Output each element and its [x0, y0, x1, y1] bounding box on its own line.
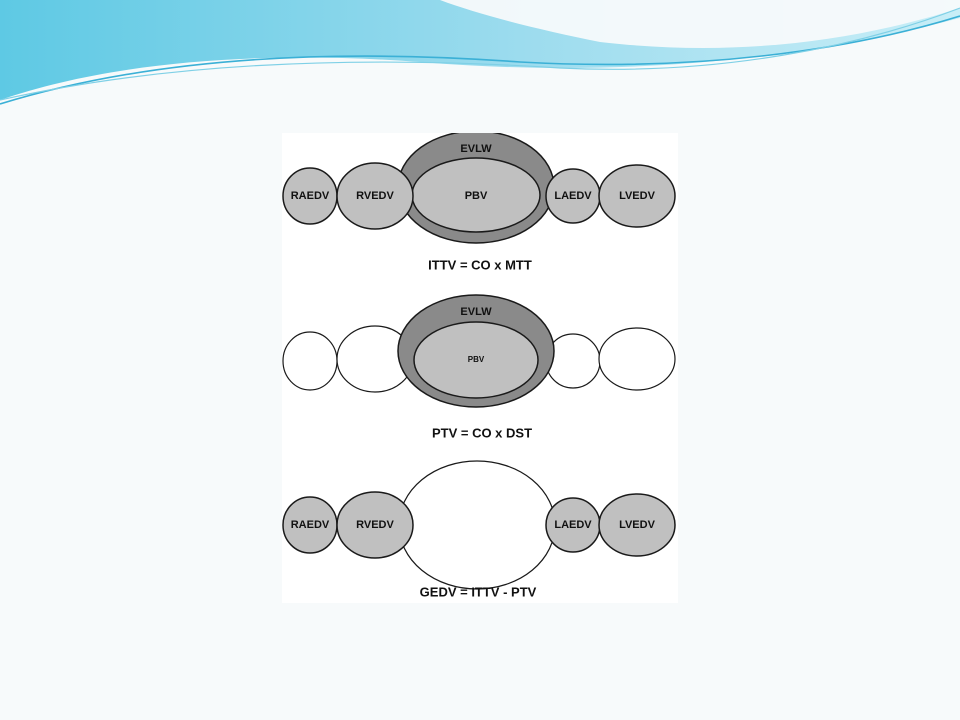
- ptv-formula: PTV = CO x DST: [432, 425, 532, 440]
- laedv-label: LAEDV: [554, 190, 592, 202]
- rvedv-label: RVEDV: [356, 190, 394, 202]
- gedv-formula: GEDV = ITTV - PTV: [420, 584, 537, 599]
- laedv-label: LAEDV: [554, 519, 592, 531]
- evlw-label: EVLW: [460, 143, 492, 155]
- lvedv-label: LVEDV: [619, 190, 656, 202]
- pbv-label: PBV: [468, 355, 485, 364]
- header-wave-line-1: [0, 15, 960, 105]
- rvedv-label: RVEDV: [356, 519, 394, 531]
- pbv-ellipse: [413, 321, 539, 399]
- rvedv-ellipse: [336, 491, 414, 559]
- lvedv-ellipse: [598, 493, 676, 557]
- evlw-label: EVLW: [460, 306, 492, 318]
- raedv-label: RAEDV: [291, 519, 330, 531]
- laedv-outline: [545, 333, 601, 389]
- lvedv-outline: [598, 327, 676, 391]
- panel-ittv: EVLW PBV RAEDV RVEDV LAEDV LVEDV ITTV = …: [282, 133, 676, 272]
- raedv-outline: [282, 331, 338, 391]
- header-wave-line-2: [0, 7, 960, 101]
- volume-diagram: EVLW PBV RAEDV RVEDV LAEDV LVEDV ITTV = …: [282, 133, 676, 599]
- lvedv-label: LVEDV: [619, 519, 656, 531]
- rvedv-ellipse: [336, 162, 414, 230]
- empty-pulmonary-ellipse: [398, 460, 556, 590]
- ittv-formula: ITTV = CO x MTT: [428, 257, 532, 272]
- panel-gedv: RAEDV RVEDV LAEDV LVEDV GEDV = ITTV - PT…: [282, 460, 676, 599]
- lvedv-ellipse: [598, 164, 676, 228]
- raedv-label: RAEDV: [291, 190, 330, 202]
- pbv-label: PBV: [465, 190, 488, 202]
- panel-ptv: EVLW PBV PTV = CO x DST: [282, 294, 676, 440]
- header-wave-white-sweep: [440, 0, 960, 48]
